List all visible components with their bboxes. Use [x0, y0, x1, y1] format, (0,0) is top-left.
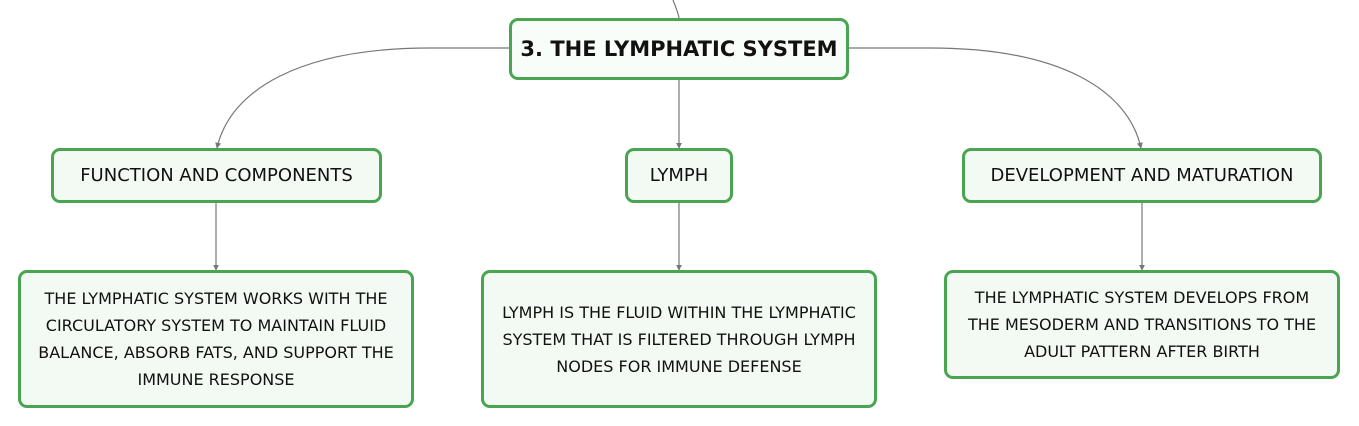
connector-root-development: [849, 47, 1143, 149]
root-label: 3. THE LYMPHATIC SYSTEM: [520, 37, 838, 61]
topic-label: DEVELOPMENT AND MATURATION: [990, 165, 1294, 186]
topic-function-and-components[interactable]: FUNCTION AND COMPONENTS: [51, 148, 382, 203]
detail-text: THE LYMPHATIC SYSTEM WORKS WITH THE CIRC…: [38, 289, 394, 389]
topic-lymph[interactable]: LYMPH: [625, 148, 733, 203]
detail-text: LYMPH IS THE FLUID WITHIN THE LYMPHATIC …: [502, 302, 856, 376]
detail-lymph[interactable]: LYMPH IS THE FLUID WITHIN THE LYMPHATIC …: [481, 270, 877, 408]
detail-development-and-maturation[interactable]: THE LYMPHATIC SYSTEM DEVELOPS FROM THE M…: [944, 270, 1340, 379]
topic-label: FUNCTION AND COMPONENTS: [80, 165, 353, 186]
detail-text: THE LYMPHATIC SYSTEM DEVELOPS FROM THE M…: [967, 288, 1317, 361]
connector-root-function: [215, 47, 509, 149]
connector-parent: [672, 0, 680, 19]
topic-development-and-maturation[interactable]: DEVELOPMENT AND MATURATION: [962, 148, 1322, 203]
topic-label: LYMPH: [649, 165, 709, 186]
detail-function-and-components[interactable]: THE LYMPHATIC SYSTEM WORKS WITH THE CIRC…: [18, 270, 414, 408]
root-node[interactable]: 3. THE LYMPHATIC SYSTEM: [509, 18, 849, 80]
